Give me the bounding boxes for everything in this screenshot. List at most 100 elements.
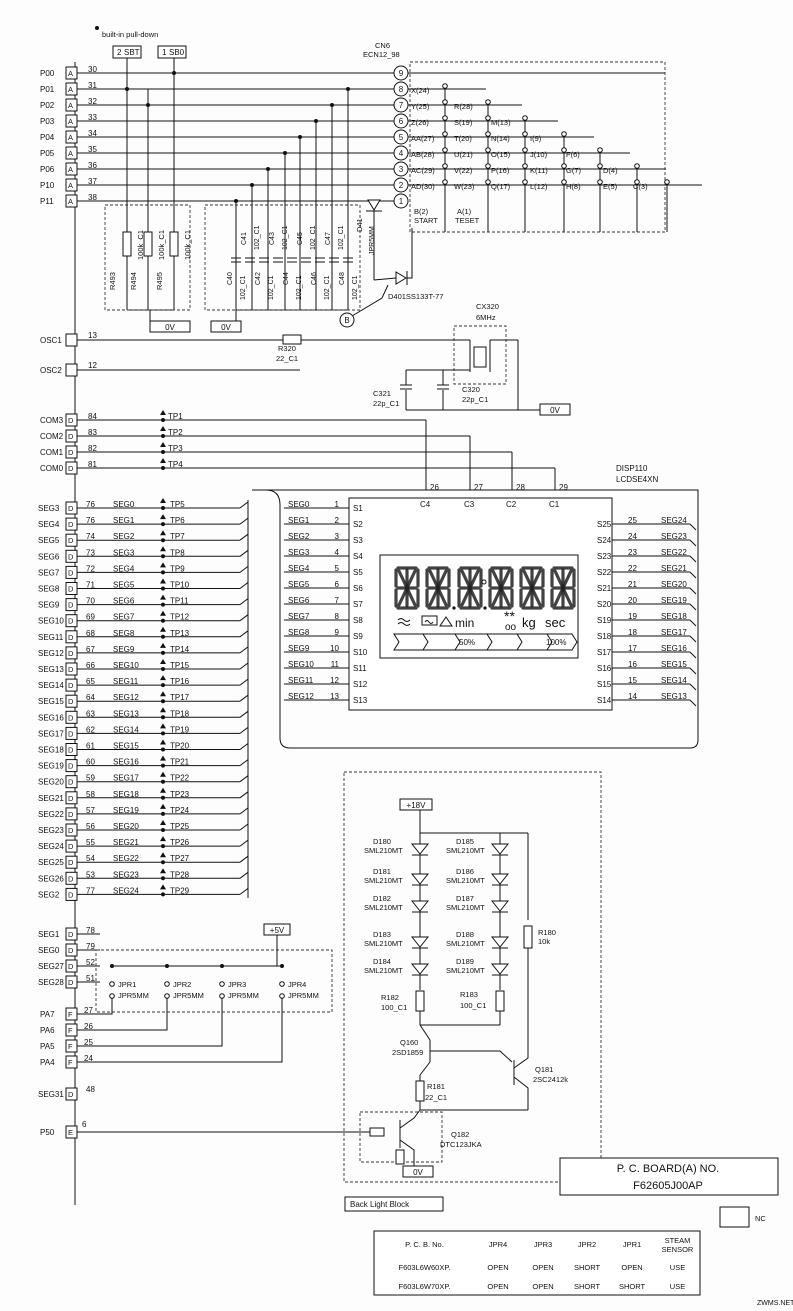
seg-pin-number: 54 [86, 854, 95, 863]
seg-signal-label: SEG8 [113, 629, 135, 638]
seg-pin-number: 76 [86, 500, 95, 509]
display-left-pin: 7 [335, 596, 340, 605]
lcd-colon [452, 606, 456, 610]
jumper-ref: JPR1 [118, 980, 136, 989]
display-left-signal: SEG1 [288, 516, 310, 525]
key-label: U(21) [454, 150, 473, 159]
table-header: JPR2 [578, 1240, 596, 1249]
r180-ref: R180 [538, 928, 556, 937]
tp-dot [161, 450, 165, 454]
key-label: D(4) [603, 166, 618, 175]
tp-dot [161, 731, 165, 736]
test-point-icon [160, 458, 166, 463]
display-left-pin: 12 [330, 676, 339, 685]
key-label: E(5) [603, 182, 618, 191]
test-point-icon [160, 562, 166, 568]
port-type-box [65, 82, 78, 96]
c321-ref: C321 [373, 389, 391, 398]
jumper-dot [110, 964, 114, 968]
display-right-signal: SEG23 [661, 532, 687, 541]
seg-type-box [65, 807, 78, 821]
key-label: AB(28) [411, 150, 435, 159]
display-left-signal: SEG9 [288, 644, 310, 653]
q181-emitter [513, 1076, 529, 1110]
p50-type-box [65, 1125, 78, 1139]
seg-type-box [65, 678, 78, 692]
test-point-icon [160, 514, 166, 520]
test-point-icon [160, 498, 166, 503]
port-type-box [65, 114, 78, 128]
seg-signal-label: SEG0 [113, 500, 135, 509]
r183-value: 100_C1 [460, 1001, 486, 1010]
seg-type: D [68, 697, 74, 706]
jp-type: D [68, 978, 74, 987]
test-point-label: TP5 [170, 500, 185, 509]
seg-signal-label: SEG4 [113, 564, 135, 573]
display-right-pin: 22 [628, 564, 637, 573]
test-point-label: TP29 [170, 886, 190, 895]
seg-port-name: SEG16 [38, 713, 64, 722]
key-contact [442, 83, 448, 89]
seg-type-box [65, 565, 78, 579]
d401-wire [373, 277, 397, 281]
key-label: P(16) [491, 166, 510, 175]
display-left-segment: S13 [353, 696, 368, 705]
seg-port-name: SEG9 [38, 601, 60, 610]
display-left-segment: S3 [353, 536, 363, 545]
port-name: P00 [40, 69, 55, 78]
display-right-segment: S20 [597, 600, 612, 609]
seg-type: D [68, 568, 74, 577]
seg-type: D [68, 794, 74, 803]
seg-bus-entry [239, 533, 249, 541]
display-com-pin: 29 [559, 483, 568, 492]
test-point-icon [160, 659, 166, 664]
test-point-icon [160, 884, 166, 890]
plus18v-label: +18V [407, 801, 427, 810]
progress-chevron [486, 633, 493, 651]
q181-collector [513, 1025, 529, 1069]
seg-port-name: SEG14 [38, 681, 64, 690]
test-point-icon [160, 787, 166, 793]
jp-pin-number: 78 [86, 926, 95, 935]
display-left-segment: S8 [353, 616, 363, 625]
led-ref: D180 [373, 837, 391, 846]
tp-dot [161, 667, 165, 671]
seg-pin-number: 77 [86, 886, 95, 895]
junction-dot [146, 103, 150, 107]
display-left-signal: SEG10 [288, 660, 314, 669]
test-point-icon [160, 868, 166, 874]
seg-pin-number: 63 [86, 709, 95, 718]
display-left-signal: SEG3 [288, 548, 310, 557]
lcd-segment [522, 569, 542, 607]
test-point-label: TP12 [170, 613, 190, 622]
seg-type-box [65, 839, 78, 853]
q182-bias-resistor [395, 1149, 405, 1165]
sbt-switch-box [112, 45, 142, 59]
cn6-pin [393, 81, 409, 97]
jumper-contact [109, 981, 115, 987]
key-contact [522, 131, 528, 137]
port-type: A [68, 69, 73, 78]
jumper-table [373, 1230, 701, 1296]
port-pin-number: 34 [88, 129, 97, 138]
q182-part: DTC123JKA [440, 1140, 482, 1149]
seg-signal-label: SEG1 [113, 516, 135, 525]
test-point-icon [160, 771, 166, 777]
port-type: A [68, 85, 73, 94]
jumper-dot [220, 964, 224, 968]
jumper-contact [164, 993, 170, 999]
tp-dot [161, 699, 165, 704]
test-point-label: TP6 [170, 516, 185, 525]
test-point-icon [160, 426, 166, 431]
pa-type-box [65, 1007, 78, 1021]
key-matrix-frame [409, 61, 666, 233]
port-name: P11 [40, 197, 54, 206]
seg-bus-entry [239, 823, 249, 831]
seg31-name: SEG31 [38, 1090, 64, 1099]
pulldown-note: built-in pull-down [102, 30, 158, 39]
seg-type: D [68, 858, 74, 867]
d41-diode-icon [367, 199, 381, 211]
0v-box-2 [210, 320, 242, 333]
seg-type-box [65, 582, 78, 595]
